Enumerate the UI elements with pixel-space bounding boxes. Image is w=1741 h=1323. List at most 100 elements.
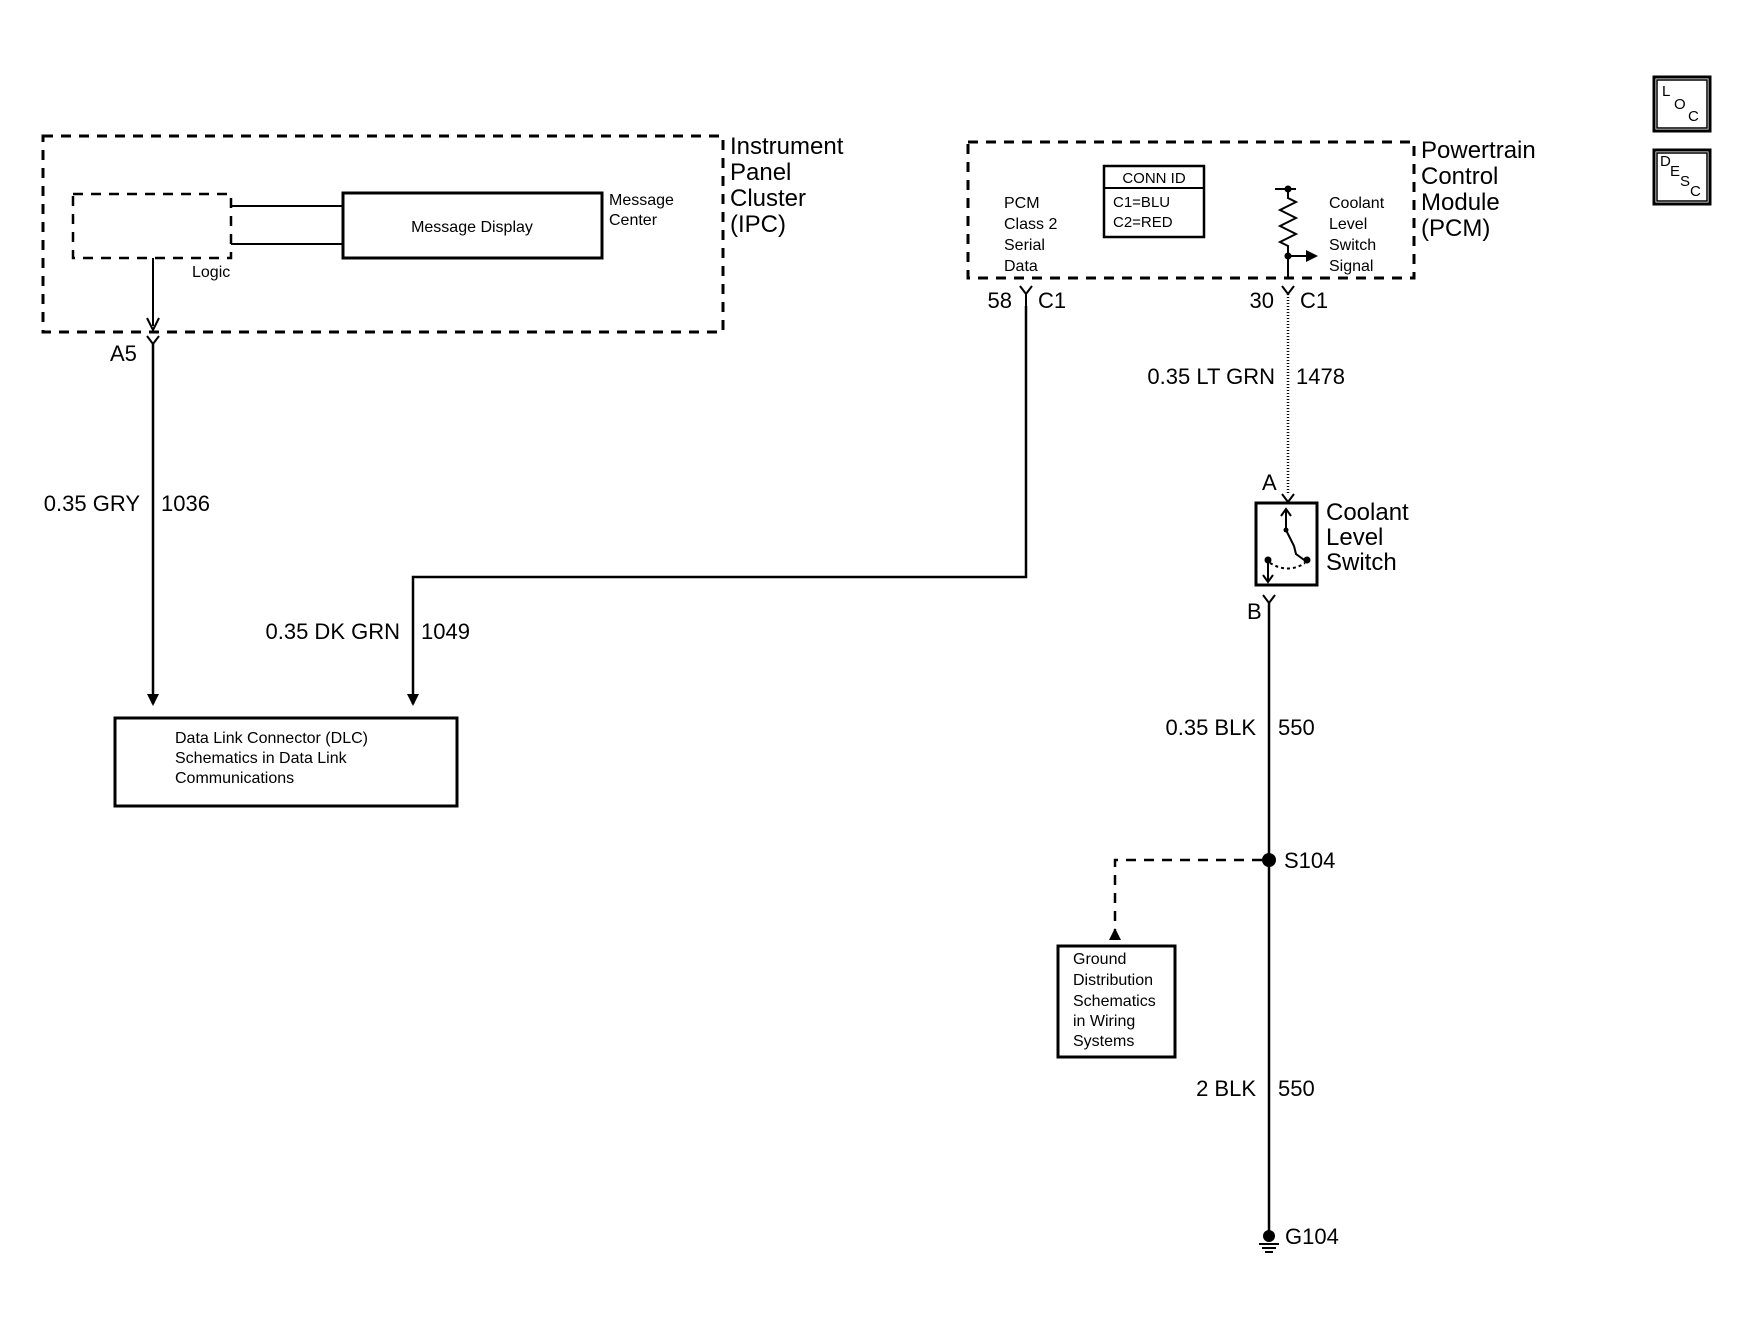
switch-terminal-a: A [1262,470,1277,495]
wire-550-upper-size: 0.35 BLK [1165,715,1256,740]
switch-signal-line-1: Coolant [1329,195,1385,212]
terminal-a5: A5 [110,335,160,366]
desc-letter-c: C [1690,183,1701,200]
wire-550-lower-size: 2 BLK [1196,1076,1256,1101]
ground-ref-arrow [1109,928,1121,940]
switch-title-line-3: Switch [1326,549,1397,576]
conn-id-c1: C1=BLU [1113,194,1170,211]
coolant-level-switch: A Coolant Level Switch B [1247,470,1409,624]
ipc-logic-arrow [146,317,160,333]
switch-title-line-1: Coolant [1326,499,1409,526]
dlc-box [113,716,459,808]
connector-fork-30 [1281,285,1295,296]
wire-1478-size: 0.35 LT GRN [1147,364,1275,389]
wire-1478: 0.35 LT GRN 1478 [1147,294,1345,494]
switch-contact-right [1303,556,1311,564]
switch-terminal-b: B [1247,599,1262,624]
ground-ref-line-1: Ground [1073,951,1126,968]
connector-fork-58 [1019,285,1033,296]
loc-button-frame[interactable] [1652,75,1712,133]
pin-30-connector: C1 [1300,288,1328,313]
pcm-title-line-1: Powertrain [1421,137,1536,164]
connector-fork-a5 [146,335,160,346]
ground-distribution-reference: Ground Distribution Schematics in Wiring… [1056,944,1177,1059]
pcm-title-line-4: (PCM) [1421,215,1490,242]
connector-fork-a [1281,493,1295,504]
wire-550-lower-circuit: 550 [1278,1076,1315,1101]
pin-58-number: 58 [988,288,1012,313]
pullup-resistor [1277,192,1299,255]
ipc-boundary [41,134,725,334]
dlc-line-2: Schematics in Data Link [175,750,348,767]
loc-button-inner [1656,79,1708,129]
conn-id-header: CONN ID [1122,170,1186,187]
loc-letter-o: O [1674,96,1686,113]
wire-1478-circuit: 1478 [1296,364,1345,389]
switch-blade [1285,529,1308,563]
loc-letter-c: C [1688,108,1699,125]
ipc-title-line-4: (IPC) [730,211,786,238]
wire-1036-circuit: 1036 [161,491,210,516]
ipc-logic-box [71,192,233,260]
pcm-title-line-3: Module [1421,189,1500,216]
ground-label: G104 [1285,1224,1339,1249]
desc-button-inner [1656,152,1708,202]
splice-s104: S104 [1109,848,1335,940]
connector-fork-b [1262,594,1276,605]
desc-button[interactable]: D E S C [1652,148,1712,206]
desc-letter-e: E [1670,163,1680,180]
switch-signal-line-4: Signal [1329,258,1373,275]
conn-id-table [1102,164,1206,239]
ground-ref-line-3: Schematics [1073,993,1156,1010]
message-display-label: Message Display [411,219,533,236]
splice-label: S104 [1284,848,1335,873]
switch-title-line-2: Level [1326,524,1383,551]
switch-top-arrow [1280,507,1292,517]
signal-tap-arrow [1306,250,1318,262]
pcm-pin-30: 30 C1 [1250,285,1328,313]
ground-ref-line-2: Distribution [1073,972,1153,989]
wire-550-lower: 2 BLK 550 [1196,860,1315,1234]
switch-signal-line-2: Level [1329,216,1367,233]
terminal-a5-label: A5 [110,341,137,366]
wire-1036-size: 0.35 GRY [44,491,141,516]
loc-button[interactable]: L O C [1652,75,1712,133]
message-center-line-2: Center [609,212,658,229]
ground-ref-lead [1113,858,1262,930]
pin-58-connector: C1 [1038,288,1066,313]
pcm-serial-line-4: Data [1004,258,1038,275]
ground-dot [1263,1230,1275,1242]
pcm-boundary [966,140,1416,280]
desc-button-frame[interactable] [1652,148,1712,206]
wire-1049-arrow [407,694,419,706]
ground-ref-line-4: in Wiring [1073,1013,1135,1030]
pcm-serial-line-2: Class 2 [1004,216,1057,233]
desc-letter-d: D [1660,153,1671,170]
wire-1049: 0.35 DK GRN 1049 [266,306,1028,706]
wire-1049-circuit: 1049 [421,619,470,644]
wire-1049-line [411,306,1028,704]
wire-1036: 0.35 GRY 1036 [44,344,210,706]
loc-letter-l: L [1662,83,1670,100]
dlc-reference: Data Link Connector (DLC) Schematics in … [113,716,459,808]
dlc-line-1: Data Link Connector (DLC) [175,730,368,747]
pcm-pin-58: 58 C1 [988,285,1066,313]
conn-id-c2: C2=RED [1113,214,1173,231]
ipc-title-line-3: Cluster [730,185,806,212]
ground-g104: G104 [1259,1224,1339,1253]
message-center-line-1: Message [609,192,674,209]
ipc-logic-label: Logic [192,264,230,281]
ipc-title-line-2: Panel [730,159,791,186]
ipc-title-line-1: Instrument [730,133,844,160]
wire-1049-size: 0.35 DK GRN [266,619,401,644]
ground-ref-line-5: Systems [1073,1033,1134,1050]
switch-signal-line-3: Switch [1329,237,1376,254]
switch-travel-arc [1269,562,1306,570]
pcm-title-line-2: Control [1421,163,1498,190]
ground-ref-box [1056,944,1177,1059]
dlc-line-3: Communications [175,770,294,787]
wire-1036-arrow [147,694,159,706]
pcm-module: Powertrain Control Module (PCM) PCM Clas… [966,137,1536,280]
wire-550-upper: 0.35 BLK 550 [1165,603,1315,860]
